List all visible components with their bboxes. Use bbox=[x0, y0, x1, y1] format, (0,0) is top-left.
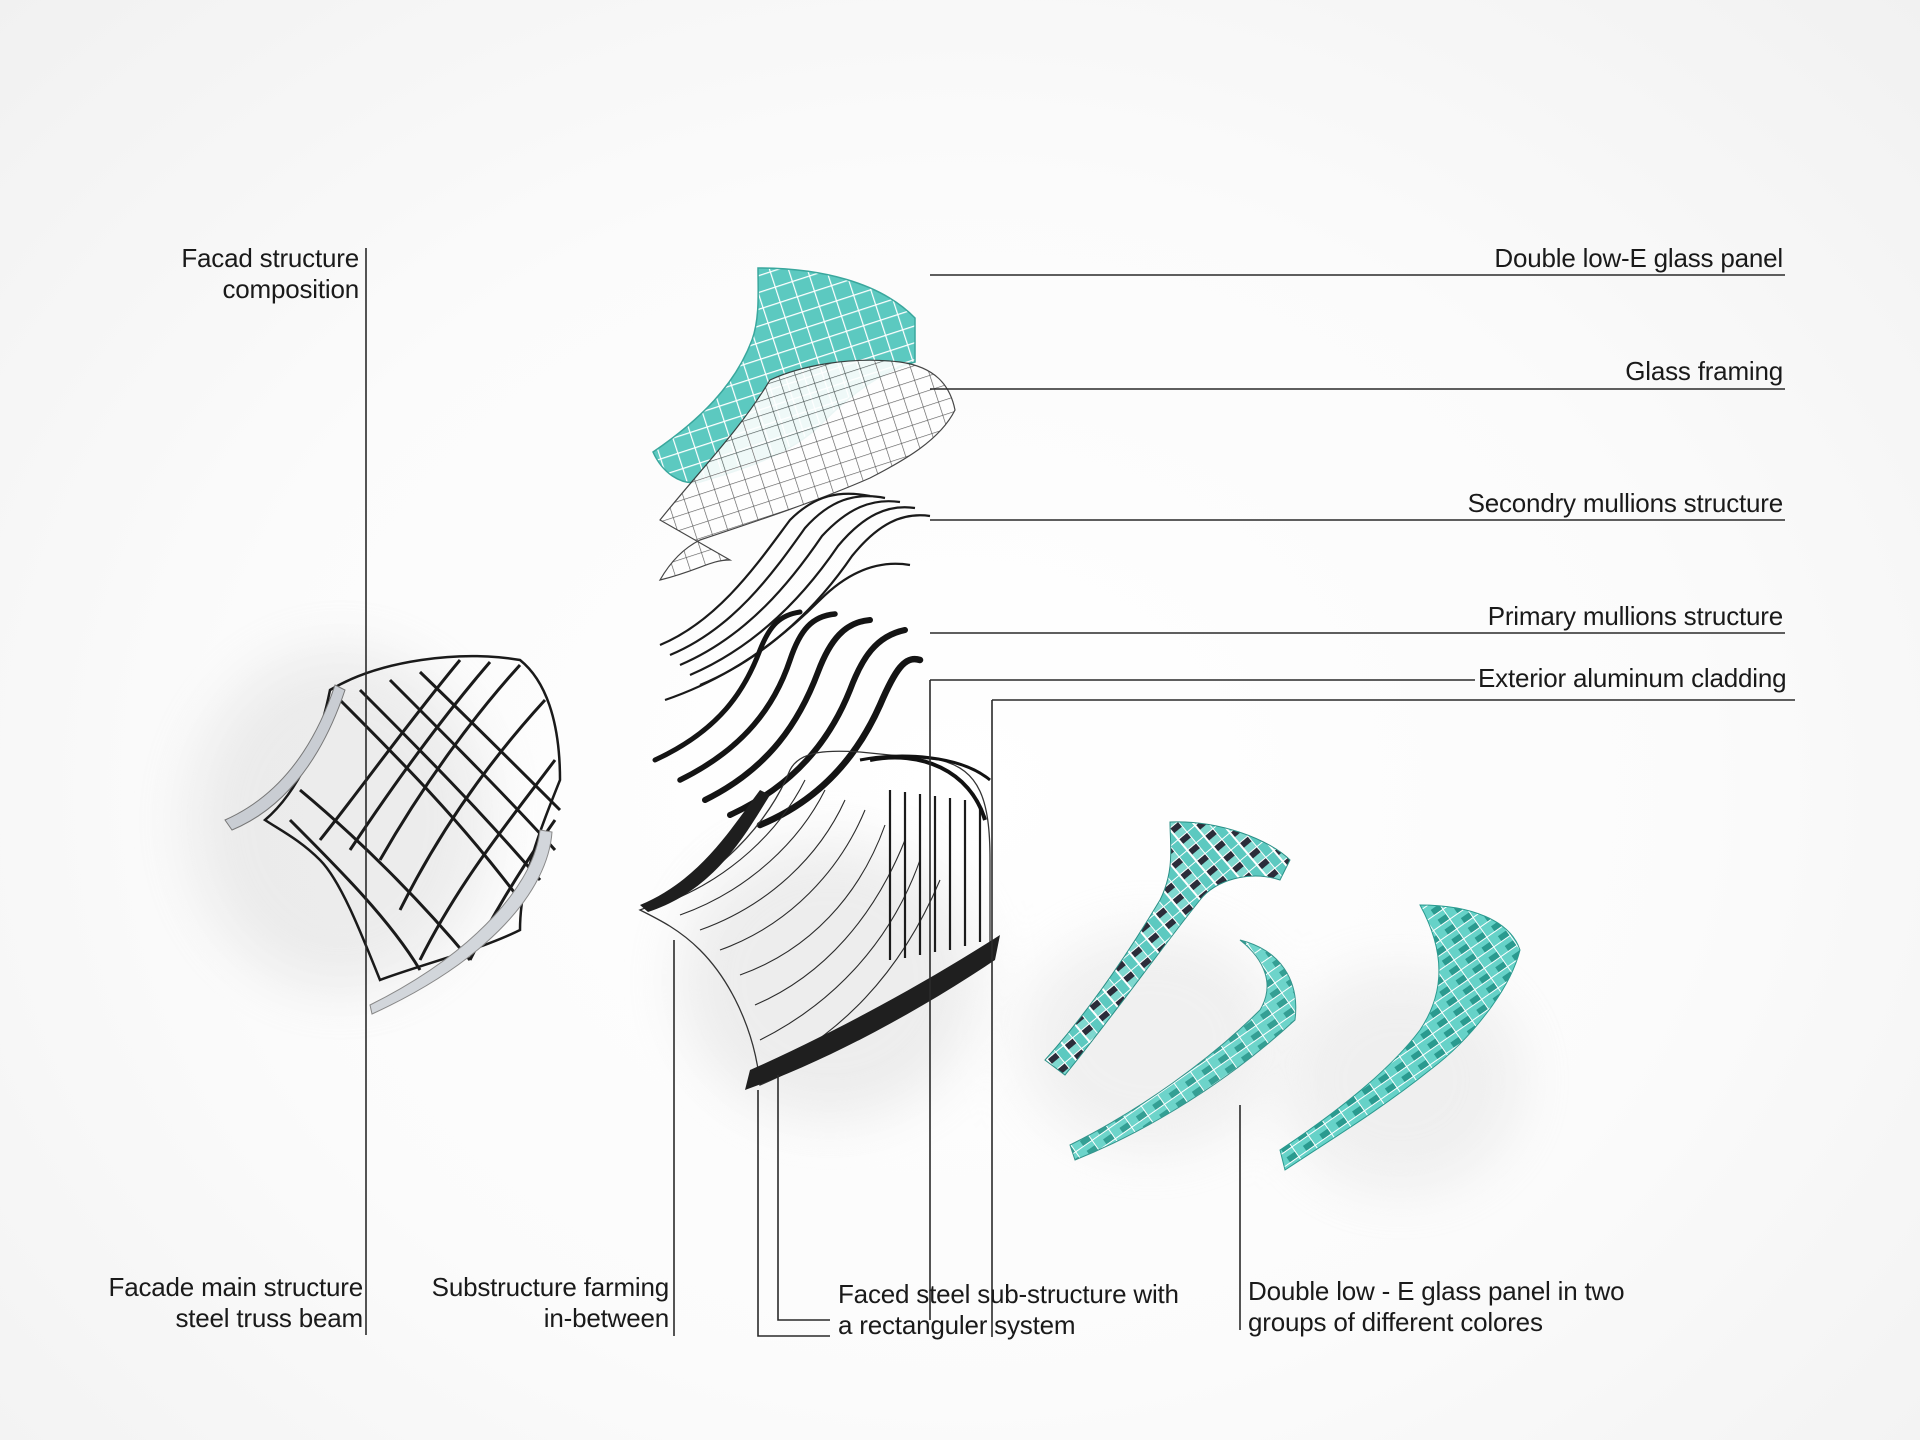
label-substructure-framing-line1: Substructure farming bbox=[431, 1272, 670, 1302]
label-glass-two-groups: Double low - E glass panel in two groups… bbox=[1248, 1276, 1625, 1338]
label-aluminum-cladding: Exterior aluminum cladding bbox=[1478, 663, 1787, 694]
steel-substructure-drawing bbox=[638, 750, 1000, 1090]
label-glass-framing-text: Glass framing bbox=[1625, 356, 1783, 386]
label-primary-mullions-text: Primary mullions structure bbox=[1487, 601, 1784, 631]
label-facade-composition-line2: composition bbox=[222, 274, 359, 304]
label-main-structure-line2: steel truss beam bbox=[175, 1303, 363, 1333]
leader-aluminum-cladding bbox=[929, 679, 1475, 1320]
label-glass-two-groups-line1: Double low - E glass panel in two bbox=[1248, 1276, 1625, 1306]
label-secondary-mullions-text: Secondry mullions structure bbox=[1467, 488, 1784, 518]
label-glass-two-groups-line2: groups of different colores bbox=[1248, 1307, 1543, 1337]
label-secondary-mullions: Secondry mullions structure bbox=[1467, 488, 1784, 519]
label-aluminum-cladding-text: Exterior aluminum cladding bbox=[1478, 663, 1787, 693]
label-steel-substructure: Faced steel sub-structure with a rectang… bbox=[838, 1279, 1179, 1341]
component-shadows bbox=[190, 650, 1520, 1190]
label-facade-composition-line1: Facad structure bbox=[181, 243, 359, 273]
label-glass-framing: Glass framing bbox=[1625, 356, 1783, 387]
main-steel-truss-structure-drawing bbox=[224, 655, 562, 1015]
label-substructure-framing-line2: in-between bbox=[543, 1303, 669, 1333]
label-steel-substructure-line1: Faced steel sub-structure with bbox=[838, 1279, 1179, 1309]
secondary-mullions-drawing bbox=[659, 492, 931, 702]
leader-steel-substructure-b bbox=[757, 1090, 830, 1337]
label-facade-composition: Facad structure composition bbox=[181, 243, 359, 305]
glass-panel-group-two-drawing bbox=[1279, 904, 1521, 1171]
leader-steel-substructure bbox=[991, 699, 1795, 1337]
glass-panel-group-one-drawing bbox=[1044, 821, 1297, 1161]
primary-mullions-drawing bbox=[652, 609, 924, 829]
label-main-structure: Facade main structure steel truss beam bbox=[108, 1272, 364, 1334]
leader-lines bbox=[365, 248, 1795, 1337]
label-primary-mullions: Primary mullions structure bbox=[1487, 601, 1784, 632]
label-substructure-framing: Substructure farming in-between bbox=[431, 1272, 670, 1334]
label-double-low-e-glass: Double low-E glass panel bbox=[1494, 243, 1783, 274]
label-double-low-e-glass-text: Double low-E glass panel bbox=[1494, 243, 1783, 273]
leader-steel-substructure-a bbox=[777, 1075, 830, 1321]
glass-framing-drawing bbox=[658, 359, 956, 581]
label-steel-substructure-line2: a rectanguler system bbox=[838, 1310, 1076, 1340]
label-main-structure-line1: Facade main structure bbox=[108, 1272, 364, 1302]
